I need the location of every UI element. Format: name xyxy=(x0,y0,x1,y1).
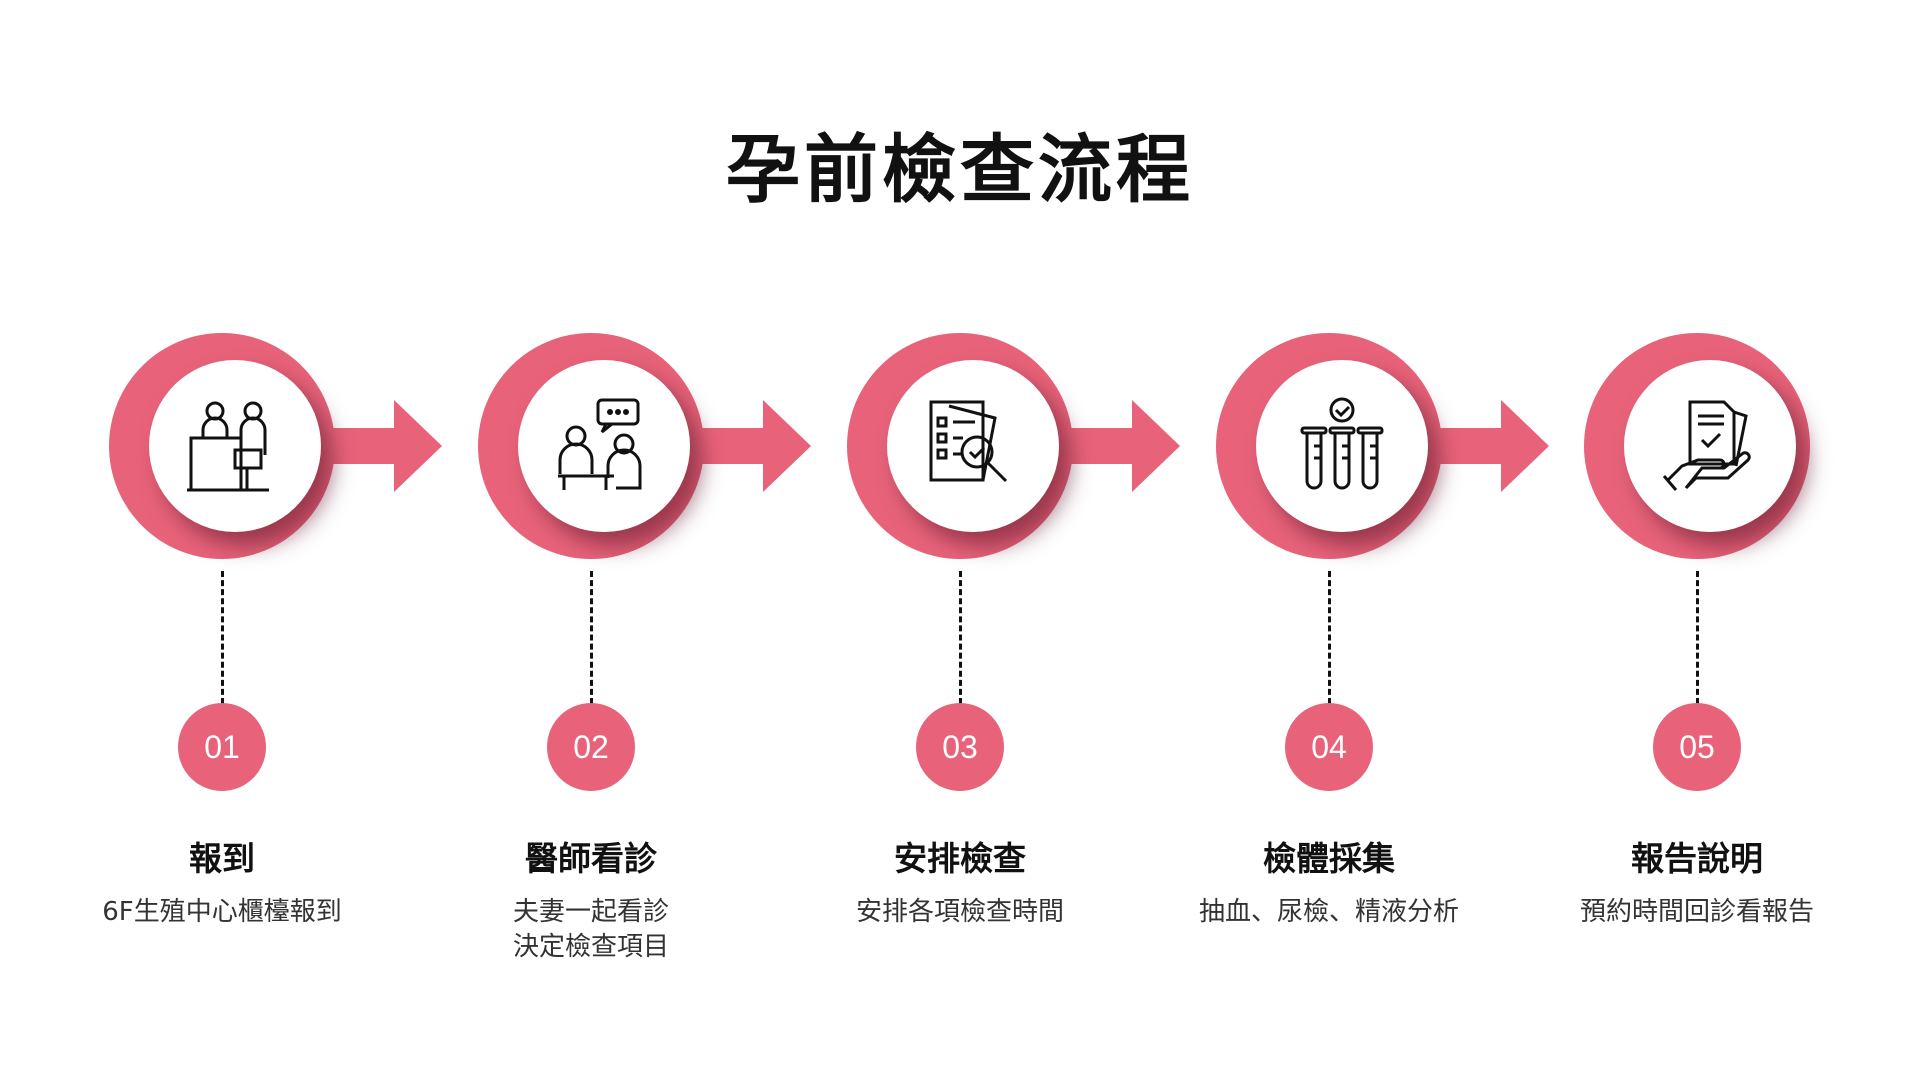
doctor-consultation-icon xyxy=(558,398,642,490)
step-1: 01 報到 6F生殖中心櫃檯報到 xyxy=(37,0,442,1080)
step-label: 安排檢查 xyxy=(894,839,1026,878)
arrow-right-icon xyxy=(1035,400,1180,492)
reception-desk-icon xyxy=(187,401,269,492)
icon-circle xyxy=(1256,360,1428,532)
test-tubes-icon xyxy=(1300,397,1384,490)
step-desc-line: 預約時間回診看報告 xyxy=(1579,897,1814,927)
dashed-connector xyxy=(959,571,962,704)
step-label: 報到 xyxy=(189,839,255,878)
dashed-connector xyxy=(221,571,224,704)
step-2: 02 醫師看診 夫妻一起看診決定檢查項目 xyxy=(406,0,811,1080)
step-number: 03 xyxy=(916,703,1004,791)
step-desc: 夫妻一起看診決定檢查項目 xyxy=(406,895,776,965)
step-label: 檢體採集 xyxy=(1263,839,1395,878)
step-3: 03 安排檢查 安排各項檢查時間 xyxy=(775,0,1180,1080)
step-4: 04 檢體採集 抽血、尿檢、精液分析 xyxy=(1144,0,1549,1080)
step-desc-line: 夫妻一起看診 xyxy=(512,897,669,927)
dashed-connector xyxy=(1328,571,1331,704)
icon-circle xyxy=(149,360,321,532)
step-number: 04 xyxy=(1285,703,1373,791)
step-number: 01 xyxy=(178,703,266,791)
step-desc: 抽血、尿檢、精液分析 xyxy=(1144,895,1514,930)
arrow-right-icon xyxy=(297,400,442,492)
step-label: 報告說明 xyxy=(1631,839,1763,878)
report-hand-icon xyxy=(1662,400,1751,491)
step-5: 05 報告說明 預約時間回診看報告 xyxy=(1512,0,1882,1080)
step-desc-line: 決定檢查項目 xyxy=(512,932,669,962)
dashed-connector xyxy=(590,571,593,704)
arrow-right-icon xyxy=(666,400,811,492)
step-label: 醫師看診 xyxy=(525,839,657,878)
icon-circle xyxy=(887,360,1059,532)
dashed-connector xyxy=(1696,571,1699,704)
step-desc-line: 6F生殖中心櫃檯報到 xyxy=(102,897,342,927)
step-desc: 6F生殖中心櫃檯報到 xyxy=(37,895,407,930)
step-desc-line: 抽血、尿檢、精液分析 xyxy=(1198,897,1459,927)
arrow-right-icon xyxy=(1404,400,1549,492)
step-desc-line: 安排各項檢查時間 xyxy=(855,897,1064,927)
page-title: 孕前檢查流程 xyxy=(726,127,1194,213)
step-desc: 安排各項檢查時間 xyxy=(775,895,1145,930)
checklist-magnifier-icon xyxy=(929,400,1008,483)
step-number: 05 xyxy=(1653,703,1741,791)
icon-circle xyxy=(518,360,690,532)
step-desc: 預約時間回診看報告 xyxy=(1512,895,1882,930)
step-number: 02 xyxy=(547,703,635,791)
icon-circle xyxy=(1624,360,1796,532)
